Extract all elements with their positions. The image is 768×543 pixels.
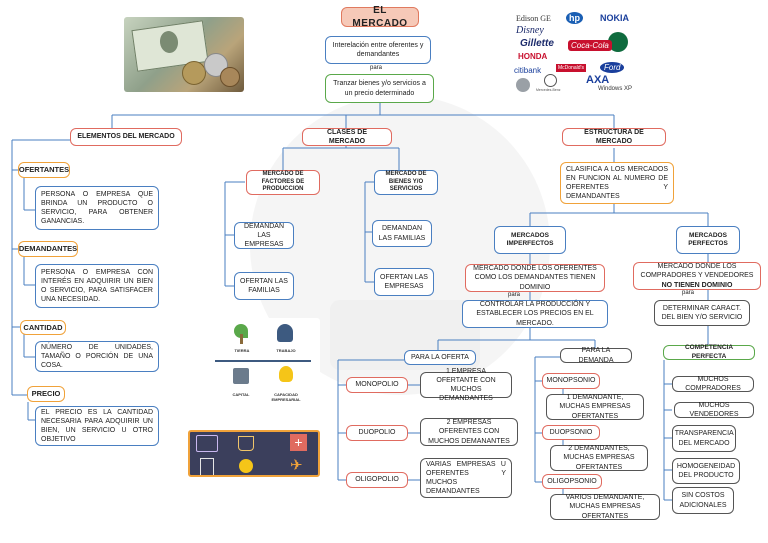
worker-icon <box>277 324 293 342</box>
lightbulb-icon <box>279 366 293 382</box>
mercados-imperfectos: MERCADOS IMPERFECTOS <box>494 226 566 254</box>
monopolio-label: MONOPOLIO <box>346 377 408 393</box>
perfectos-goal: DETERMINAR CARACT. DEL BIEN Y/O SERVICIO <box>654 300 750 326</box>
mercado-bienes-box: MERCADO DE BIENES Y/O SERVICIOS <box>374 170 438 195</box>
connector-word-para-perfectos: para <box>682 290 695 296</box>
logo-windows: Windows XP <box>598 86 633 92</box>
bienes-demandan: DEMANDAN LAS FAMILIAS <box>372 220 432 247</box>
perfectos-desc-text: MERCADO DONDE LOS COMPRADORES Y VENDEDOR… <box>640 263 754 280</box>
icons-illustration: + ✈ <box>188 430 320 477</box>
factor-capital-label: CAPITAL <box>232 392 250 397</box>
competencia-perfecta: COMPETENCIA PERFECTA <box>663 344 755 360</box>
logo-citibank: citibank <box>514 66 542 75</box>
para-la-oferta: PARA LA OFERTA <box>404 350 476 365</box>
plant-icon <box>234 324 248 338</box>
money-image <box>124 17 244 92</box>
medical-icon: + <box>290 434 307 451</box>
connector-word-para-imperfectos: para <box>508 292 521 298</box>
demandantes-desc: PERSONA O EMPRESA CON INTERÉS EN ADQUIRI… <box>35 264 159 308</box>
purpose-box: Tranzar bienes y/o servicios a un precio… <box>325 74 434 103</box>
factor-trabajo-label: TRABAJO <box>276 348 296 353</box>
factor-capacidad-label: CAPACIDAD EMPRESARIAL <box>271 392 301 402</box>
monopsonio-label: MONOPSONIO <box>542 373 600 389</box>
cantidad-desc: NÚMERO DE UNIDADES, TAMAÑO O PORCIÓN DE … <box>35 341 159 372</box>
estructura-header: ESTRUCTURA DE MERCADO <box>562 128 666 146</box>
monopolio-desc: 1 EMPRESA OFERTANTE CON MUCHOS DEMANDANT… <box>420 368 512 402</box>
page-title: EL MERCADO <box>341 5 419 29</box>
oligopsonio-label: OLIGOPSONIO <box>542 474 602 489</box>
perfectos-desc-bold: NO TIENEN DOMINIO <box>661 281 733 289</box>
logo-mcdonalds: McDonald's <box>556 64 586 72</box>
logo-apple <box>516 78 530 92</box>
duopsonio-desc: 2 DEMANDANTES, MUCHAS EMPRESAS OFERTANTE… <box>550 445 648 471</box>
brand-logos-collage: Edison GE hp NOKIA Disney Gillette Coca-… <box>512 12 638 96</box>
duopolio-label: DUOPOLIO <box>346 425 408 441</box>
logo-gillette: Gillette <box>520 38 554 49</box>
logo-ford: Ford <box>600 62 625 73</box>
logo-honda: HONDA <box>518 52 548 61</box>
factores-ofertan: OFERTAN LAS FAMILIAS <box>234 272 294 300</box>
imperfectos-desc: MERCADO DONDE LOS OFERENTES COMO LOS DEM… <box>465 264 605 292</box>
bienes-ofertan: OFERTAN LAS EMPRESAS <box>374 268 434 296</box>
logo-nokia: NOKIA <box>600 13 629 23</box>
monopsonio-desc: 1 DEMANDANTE, MUCHAS EMPRESAS OFERTANTES <box>546 394 644 420</box>
oligopsonio-desc: VARIOS DEMANDANTE, MUCHAS EMPRESAS OFERT… <box>550 494 660 520</box>
caracteristica-item: MUCHOS COMPRADORES <box>672 376 754 392</box>
duopolio-desc: 2 EMPRESAS OFERENTES CON MUCHOS DEMANANT… <box>420 418 518 446</box>
oligopolio-label: OLIGOPOLIO <box>346 472 408 488</box>
caracteristica-item: SIN COSTOS ADICIONALES <box>672 487 734 514</box>
caracteristica-item: MUCHOS VENDEDORES <box>674 402 754 418</box>
logo-hp: hp <box>566 12 583 24</box>
logo-mercedes: Mercedes-Benz <box>536 88 561 92</box>
connector-word-para: para <box>370 65 383 71</box>
ofertantes-label: OFERTANTES <box>18 162 70 178</box>
precio-label: PRECIO <box>27 386 65 402</box>
document-icon <box>200 458 214 475</box>
demandantes-label: DEMANDANTES <box>18 241 78 257</box>
logo-ge: Edison GE <box>516 14 551 23</box>
duopsonio-label: DUOPSONIO <box>542 425 600 440</box>
sun-icon <box>239 459 253 473</box>
logo-mercedes-star <box>544 74 557 87</box>
mercados-perfectos: MERCADOS PERFECTOS <box>676 226 740 254</box>
precio-desc: EL PRECIO ES LA CANTIDAD NECESARIA PARA … <box>35 406 159 446</box>
imperfectos-goal: CONTROLAR LA PRODUCCIÓN Y ESTABLECER LOS… <box>462 300 608 328</box>
plant-stem-icon <box>240 334 243 344</box>
caracteristica-item: TRANSPARENCIA DEL MERCADO <box>672 425 736 452</box>
mercado-factores-box: MERCADO DE FACTORES DE PRODUCCION <box>246 170 320 195</box>
capital-icon <box>233 368 249 384</box>
factors-illustration: TIERRA TRABAJO CAPITAL CAPACIDAD EMPRESA… <box>207 318 320 410</box>
oligopolio-desc: VARIAS EMPRESAS U OFERENTES Y MUCHOS DEM… <box>420 458 512 498</box>
ofertantes-desc: PERSONA O EMPRESA QUE BRINDA UN PRODUCTO… <box>35 186 159 230</box>
timeline-divider <box>215 360 311 362</box>
caracteristica-item: HOMOGENEIDAD DEL PRODUCTO <box>672 458 740 484</box>
logo-starbucks <box>608 32 628 52</box>
video-icon <box>196 435 218 452</box>
factor-tierra-label: TIERRA <box>234 348 250 353</box>
logo-cocacola: Coca-Cola <box>568 40 612 51</box>
airplane-icon: ✈ <box>290 457 303 474</box>
clases-header: CLASES DE MERCADO <box>302 128 392 146</box>
cantidad-label: CANTIDAD <box>20 320 66 335</box>
coffee-icon <box>238 436 254 451</box>
intro-box: Interelación entre oferentes y demandant… <box>325 36 431 64</box>
estructura-desc: CLASIFICA A LOS MERCADOS EN FUNCION AL N… <box>560 162 674 204</box>
elementos-header: ELEMENTOS DEL MERCADO <box>70 128 182 146</box>
para-la-demanda: PARA LA DEMANDA <box>560 347 632 364</box>
logo-disney: Disney <box>516 25 544 36</box>
logo-axa: AXA <box>586 74 610 86</box>
perfectos-desc: MERCADO DONDE LOS COMPRADORES Y VENDEDOR… <box>633 262 761 290</box>
factores-demandan: DEMANDAN LAS EMPRESAS <box>234 222 294 249</box>
